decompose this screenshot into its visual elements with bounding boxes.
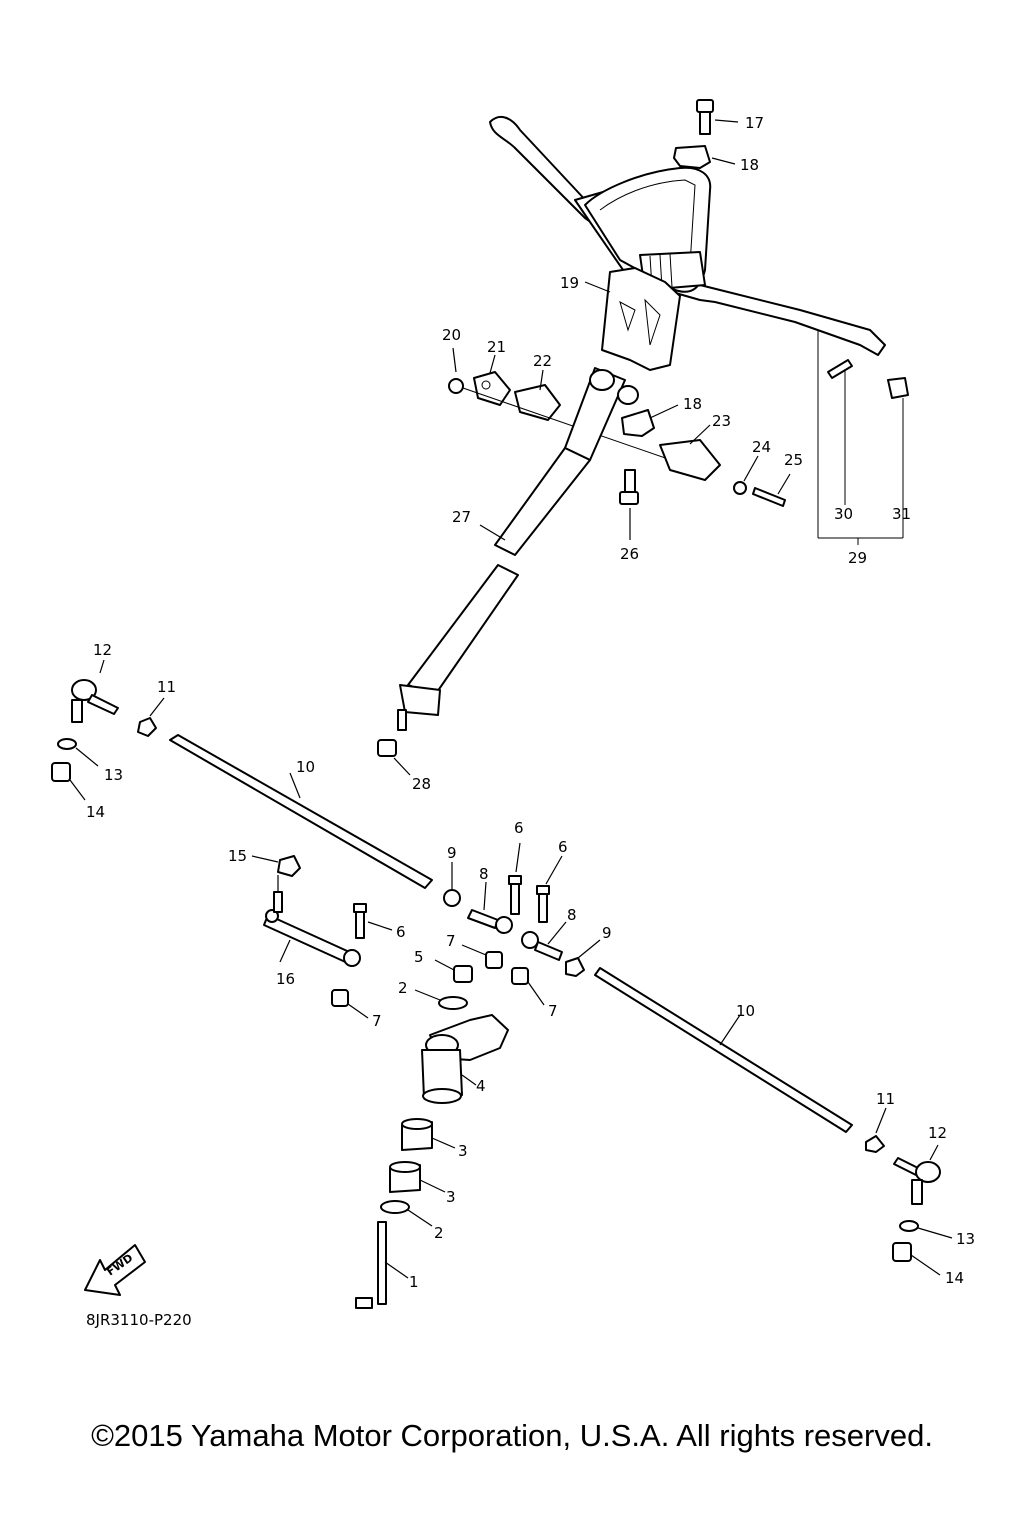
callout-30: 30 xyxy=(834,505,853,523)
callout-7: 7 xyxy=(548,1002,558,1020)
callout-5: 5 xyxy=(414,948,424,966)
callout-2: 2 xyxy=(398,979,408,997)
copyright-footer: ©2015 Yamaha Motor Corporation, U.S.A. A… xyxy=(91,1418,933,1453)
callout-19: 19 xyxy=(560,274,579,292)
bushing-3-lower xyxy=(389,1161,446,1193)
callout-31: 31 xyxy=(892,505,911,523)
bolt-17 xyxy=(696,99,739,135)
callout-28: 28 xyxy=(412,775,431,793)
callout-2: 2 xyxy=(434,1224,444,1242)
callout-18: 18 xyxy=(740,156,759,174)
callout-25: 25 xyxy=(784,451,803,469)
callout-11: 11 xyxy=(876,1090,895,1108)
callout-17: 17 xyxy=(745,114,764,132)
column-bracket-19 xyxy=(584,267,681,371)
callout-23: 23 xyxy=(712,412,731,430)
rod-end-12-right xyxy=(865,1107,953,1276)
callout-20: 20 xyxy=(442,326,461,344)
callout-24: 24 xyxy=(752,438,771,456)
callout-11: 11 xyxy=(157,678,176,696)
callout-14: 14 xyxy=(86,803,105,821)
callout-21: 21 xyxy=(487,338,506,356)
center-link-right xyxy=(443,842,601,1006)
tie-rod-10-left xyxy=(169,734,433,889)
callout-1: 1 xyxy=(409,1273,419,1291)
lower-arm-4 xyxy=(414,959,509,1104)
callout-12: 12 xyxy=(928,1124,947,1142)
bolt-26 xyxy=(619,469,639,540)
tie-rod-10-right xyxy=(594,967,853,1133)
callout-18: 18 xyxy=(683,395,702,413)
callout-12: 12 xyxy=(93,641,112,659)
callout-3: 3 xyxy=(446,1188,456,1206)
callout-6: 6 xyxy=(396,923,406,941)
rod-end-12-left xyxy=(51,659,165,801)
callout-7: 7 xyxy=(446,932,456,950)
callout-8: 8 xyxy=(479,865,489,883)
bolt-1 xyxy=(355,1221,409,1309)
callout-8: 8 xyxy=(567,906,577,924)
callout-4: 4 xyxy=(476,1077,486,1095)
callout-10: 10 xyxy=(296,758,315,776)
clamp-18-upper xyxy=(673,145,736,169)
callout-6: 6 xyxy=(514,819,524,837)
callout-26: 26 xyxy=(620,545,639,563)
callout-13: 13 xyxy=(956,1230,975,1248)
callout-22: 22 xyxy=(533,352,552,370)
link-assembly xyxy=(448,347,791,507)
callout-29: 29 xyxy=(848,549,867,567)
callout-7: 7 xyxy=(372,1012,382,1030)
callout-13: 13 xyxy=(104,766,123,784)
callout-3: 3 xyxy=(458,1142,468,1160)
steering-column-27 xyxy=(399,367,639,716)
fwd-arrow-icon: FWD xyxy=(84,1244,146,1296)
handlebar xyxy=(489,115,886,356)
washer-2-lower xyxy=(380,1200,433,1227)
diagram-code: 8JR3110-P220 xyxy=(86,1311,192,1329)
callout-14: 14 xyxy=(945,1269,964,1287)
callout-6: 6 xyxy=(558,838,568,856)
callout-9: 9 xyxy=(602,924,612,942)
callout-9: 9 xyxy=(447,844,457,862)
callout-27: 27 xyxy=(452,508,471,526)
bushing-3-upper xyxy=(401,1118,456,1151)
callout-15: 15 xyxy=(228,847,247,865)
clamp-18-lower xyxy=(621,404,679,437)
center-link-left xyxy=(251,855,393,1019)
nut-28 xyxy=(377,709,411,776)
callout-10: 10 xyxy=(736,1002,755,1020)
callout-16: 16 xyxy=(276,970,295,988)
grip-group xyxy=(817,330,909,545)
